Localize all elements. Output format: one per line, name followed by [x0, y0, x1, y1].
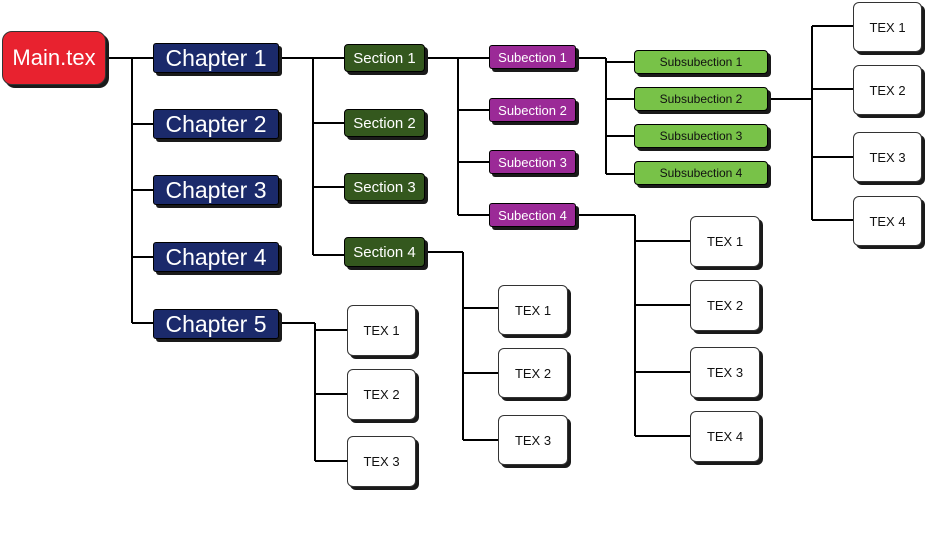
subsection4-tex-2-node: TEX 2	[690, 280, 760, 331]
connector-subsection4-tex	[576, 214, 690, 437]
connector-section4-tex	[425, 251, 498, 441]
subsection4-tex-3-node: TEX 3	[690, 347, 760, 398]
chapter-1-node: Chapter 1	[153, 43, 279, 73]
chapter-3-node: Chapter 3	[153, 175, 279, 205]
section-2-node: Section 2	[344, 109, 425, 137]
connector-subsubsection2-tex	[769, 25, 853, 221]
subsubsection2-tex-4-node: TEX 4	[853, 196, 922, 246]
section4-tex-2-node: TEX 2	[498, 348, 568, 398]
section4-tex-3-node: TEX 3	[498, 415, 568, 465]
connector-chapter5-tex	[279, 322, 347, 462]
chapter5-tex-3-node: TEX 3	[347, 436, 416, 487]
connector-section1-subsections	[425, 57, 489, 216]
chapter-2-node: Chapter 2	[153, 109, 279, 139]
subsection-1-node: Subection 1	[489, 45, 576, 69]
main-tex-node: Main.tex	[2, 31, 106, 85]
subsubsection-2-node: Subsubection 2	[634, 87, 768, 111]
chapter5-tex-1-node: TEX 1	[347, 305, 416, 356]
subsubsection2-tex-3-node: TEX 3	[853, 132, 922, 182]
subsection-2-node: Subection 2	[489, 98, 576, 122]
subsection4-tex-4-node: TEX 4	[690, 411, 760, 462]
section4-tex-1-node: TEX 1	[498, 285, 568, 335]
subsection-3-node: Subection 3	[489, 150, 576, 174]
subsubsection-4-node: Subsubection 4	[634, 161, 768, 185]
subsection4-tex-1-node: TEX 1	[690, 216, 760, 267]
chapter-4-node: Chapter 4	[153, 242, 279, 272]
subsection-4-node: Subection 4	[489, 203, 576, 227]
chapter5-tex-2-node: TEX 2	[347, 369, 416, 420]
chapter-5-node: Chapter 5	[153, 309, 279, 339]
subsubsection2-tex-1-node: TEX 1	[853, 2, 922, 52]
section-4-node: Section 4	[344, 237, 425, 267]
subsubsection2-tex-2-node: TEX 2	[853, 65, 922, 115]
connector-subsection1-subsubsections	[576, 57, 634, 175]
connector-chapter1-sections	[279, 57, 344, 256]
subsubsection-1-node: Subsubection 1	[634, 50, 768, 74]
section-3-node: Section 3	[344, 173, 425, 201]
section-1-node: Section 1	[344, 44, 425, 72]
connector-main-chapters	[106, 57, 153, 324]
subsubsection-3-node: Subsubection 3	[634, 124, 768, 148]
